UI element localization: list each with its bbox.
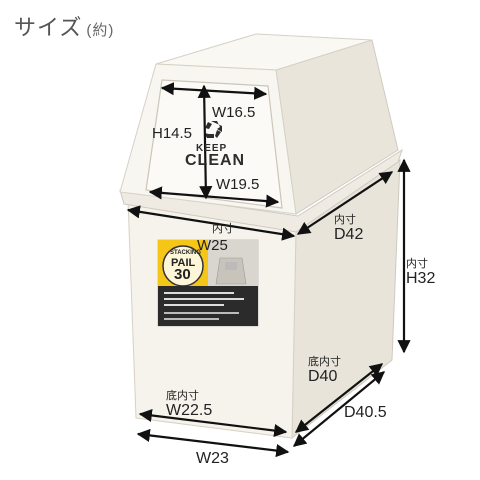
inner-width-line (126, 205, 296, 241)
bottom-inner-depth-value: D40 (308, 368, 338, 385)
inner-width-label: 内寸 (212, 223, 234, 235)
badge-number: 30 (174, 266, 191, 283)
badge-line1: STACKING (170, 250, 201, 256)
bottom-inner-depth-label: 底内寸 D40 (308, 356, 341, 386)
bottom-inner-width-label: 底内寸 W22.5 (166, 390, 212, 420)
outer-depth-line (292, 371, 386, 447)
opening-bottom-width-line (148, 186, 280, 208)
lid-brand-line1: KEEP (196, 143, 228, 154)
inner-width-value: W25 (197, 237, 228, 254)
inner-depth-value: D42 (334, 226, 364, 243)
outer-depth-label: D40.5 (344, 404, 387, 421)
inner-depth-caption: 内寸 (334, 214, 356, 226)
outer-width-label: W23 (196, 450, 229, 467)
outer-width-line (136, 428, 290, 458)
opening-bottom-width-label: W19.5 (216, 176, 260, 193)
inner-depth-line (296, 171, 394, 235)
bottom-inner-depth-caption: 底内寸 (308, 356, 341, 368)
opening-top-width-label: W16.5 (212, 104, 256, 121)
inner-height-label: 内寸 H32 (406, 258, 435, 288)
bottom-inner-width-value: W22.5 (166, 402, 213, 419)
badge-line2: PAIL (171, 257, 196, 269)
product-label (157, 239, 259, 327)
inner-width-caption: 内寸 (212, 223, 234, 235)
title-note: (約) (86, 22, 115, 39)
lid-brand-line2: CLEAN (185, 152, 246, 169)
bottom-inner-width-caption: 底内寸 (166, 390, 199, 402)
inner-height-value: H32 (406, 270, 436, 287)
opening-height-line (197, 84, 213, 200)
opening-top-width-line (160, 82, 268, 100)
opening-height-label: H14.5 (152, 125, 193, 142)
inner-depth-label: 内寸 D42 (334, 214, 363, 244)
title-text: サイズ (14, 15, 83, 40)
page-title: サイズ(約) (14, 10, 114, 42)
inner-height-caption: 内寸 (406, 258, 428, 270)
